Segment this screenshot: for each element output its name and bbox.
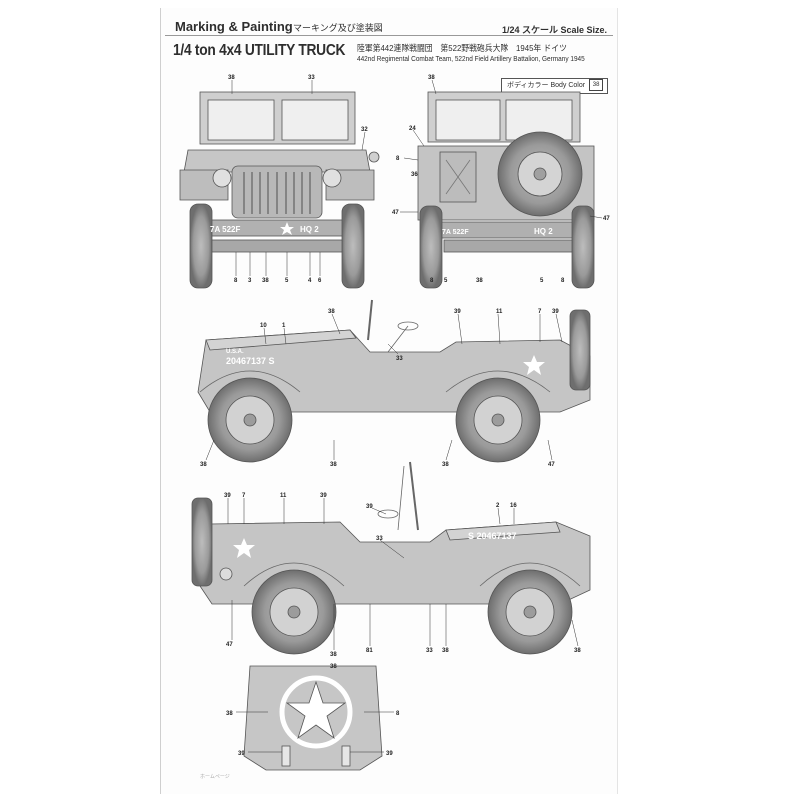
left-hood-serial: 20467137 S (226, 356, 275, 366)
right-hood-serial: S 20467137 (468, 531, 517, 541)
header-bar: Marking & Painting マーキング及び塗装図 1/24 スケール … (165, 11, 613, 36)
callout: 5 (285, 278, 289, 284)
callout: 47 (392, 210, 399, 216)
callout: 38 (330, 652, 337, 658)
callout: 8 (396, 156, 400, 162)
callout: 7 (538, 309, 542, 315)
callout: 38 (574, 648, 581, 654)
callout: 6 (318, 278, 322, 284)
callout: 33 (308, 75, 315, 81)
callout: 38 (476, 278, 483, 284)
callout: 38 (442, 648, 449, 654)
footer-note: ホームページ (200, 774, 230, 780)
callout: 8 (396, 711, 400, 717)
callout: 38 (200, 462, 207, 468)
callout: 2 (496, 503, 500, 509)
callout: 38 (330, 664, 337, 670)
callout: 38 (262, 278, 269, 284)
callout: 39 (224, 493, 231, 499)
vehicle-title: 1/4 ton 4x4 UTILITY TRUCK (173, 42, 346, 59)
callout: 38 (442, 462, 449, 468)
section-title-jp: マーキング及び塗装図 (293, 23, 383, 33)
rear-bumper-right-marking: HQ 2 (534, 227, 553, 236)
callout: 38 (330, 462, 337, 468)
callout: 47 (603, 216, 610, 222)
unit-jp: 陸軍第442連隊戦闘団 第522野戦砲兵大隊 1945年 ドイツ (357, 43, 567, 53)
front-star-icon (280, 222, 294, 235)
callout: 33 (396, 356, 403, 362)
callout-labels: 38 33 32 8 3 38 5 4 6 38 24 8 36 47 47 8… (200, 75, 610, 757)
callout: 47 (548, 462, 555, 468)
callout: 4 (308, 278, 312, 284)
callout: 33 (426, 648, 433, 654)
callout: 7 (242, 493, 246, 499)
section-title: Marking & Painting (175, 19, 293, 34)
callout: 8 (561, 278, 565, 284)
left-side-view (197, 299, 591, 463)
callout: 16 (510, 503, 517, 509)
callout: 10 (260, 323, 267, 329)
callout: 3 (248, 278, 252, 284)
right-side-view (191, 461, 591, 655)
body-color-label: ボディカラー Body Color (507, 82, 586, 89)
scale-label: 1/24 スケール Scale Size. (501, 25, 607, 35)
front-view (179, 91, 380, 289)
callout: 38 (226, 711, 233, 717)
right-side-star-icon (233, 538, 255, 558)
unit-en-line1: 442nd Regimental Combat Team, 522nd Fiel… (357, 54, 585, 63)
hood-star-icon (285, 680, 347, 740)
front-bumper-right-marking: HQ 2 (300, 225, 319, 234)
left-side-star-icon (523, 355, 545, 375)
callout: 81 (366, 648, 373, 654)
callout: 5 (540, 278, 544, 284)
callout-leaders (205, 79, 603, 753)
callout: 38 (328, 309, 335, 315)
rear-view (417, 91, 595, 289)
callout: 24 (409, 126, 416, 132)
rear-bumper-left-marking: 7A 522F (442, 229, 469, 236)
body-color-code: 38 (589, 79, 604, 92)
hood-top-view (243, 665, 383, 771)
callout: 5 (444, 278, 448, 284)
callout: 8 (234, 278, 238, 284)
callout: 8 (430, 278, 434, 284)
callout: 32 (361, 127, 368, 133)
callout: 1 (282, 323, 286, 329)
callout: 11 (496, 309, 503, 315)
callout: 39 (320, 493, 327, 499)
callout: 33 (376, 536, 383, 542)
callout: 11 (280, 493, 287, 499)
callout: 47 (226, 642, 233, 648)
callout: 36 (411, 172, 418, 178)
left-hood-small-marking: U.S.A. (226, 349, 244, 355)
callout: 38 (228, 75, 235, 81)
callout: 39 (238, 751, 245, 757)
callout: 39 (552, 309, 559, 315)
callout: 38 (428, 75, 435, 81)
callout: 39 (454, 309, 461, 315)
front-bumper-left-marking: 7A 522F (210, 225, 241, 234)
callout: 39 (366, 504, 373, 510)
callout: 39 (386, 751, 393, 757)
